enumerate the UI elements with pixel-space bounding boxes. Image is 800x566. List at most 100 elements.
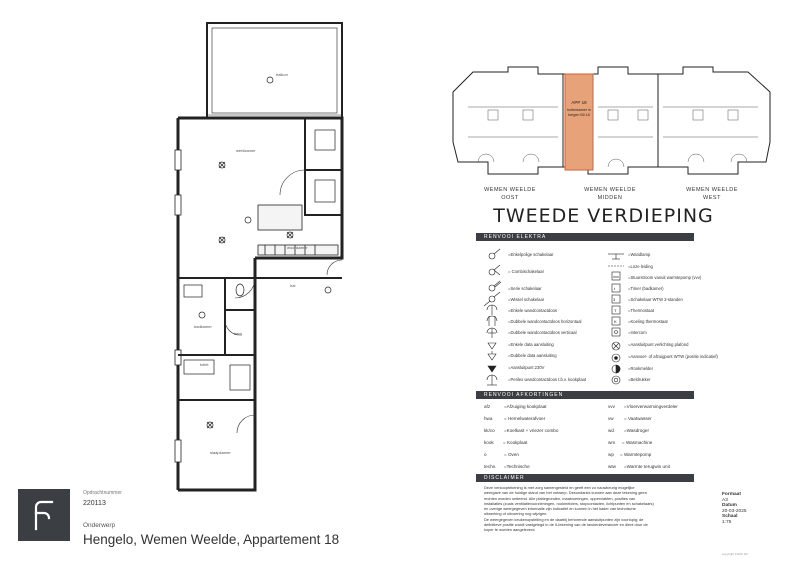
electra-symbols-left [483, 248, 502, 386]
abbr-right-5-key: wp [608, 452, 614, 457]
format-value: A3 [722, 497, 728, 503]
company-logo [18, 489, 70, 541]
floor-plan [174, 22, 344, 492]
abbr-left-2-key: hwa [484, 416, 493, 421]
abbr-right-1-val: =Vloerverwarmingverdeler [624, 404, 678, 409]
legend-electra-right-7: =Koeling thermostaat [628, 319, 668, 324]
legend-electra-right-4: =Timer (badkamer) [628, 286, 664, 291]
label-livingroom: woonkamer [287, 245, 308, 250]
overview-apartment-sub-1: buitenkamer in [567, 108, 591, 112]
disclaimer-line-3: rechten worden ontleend. Alle plattegron… [484, 495, 636, 501]
building-overview [452, 66, 771, 175]
legend-electra-right-3: =Stuurstroom vanuit warmtepomp (vvv) [628, 275, 702, 280]
wing-label-east: WEMEN WEELDE OOST [470, 186, 550, 202]
wing-east-line2: OOST [501, 195, 519, 201]
label-balcony: balkon [276, 72, 288, 77]
abbr-right-6-val: =Warmte terugwin unit [624, 464, 670, 469]
wing-east-line1: WEMEN WEELDE [484, 187, 536, 193]
legend-electra-left-6: =Dubbele wandcontactdoos horizontaal [508, 319, 582, 324]
disclaimer-text: Deze verkooptekening is met zorg samenge… [484, 485, 714, 533]
electra-symbols-right: vvv t 3 T K [608, 253, 624, 385]
svg-text:K: K [614, 319, 617, 324]
legend-electra-left-9: =Dubbele data aansluiting [508, 353, 557, 358]
ceiling-light-points [198, 76, 332, 429]
label-toilet: toilet [200, 362, 209, 367]
legend-electra-title: RENVOOI ELEKTRA [476, 233, 694, 241]
legend-electra-right-10: =Aanvoer- of afzuigpunt WTW (positie ind… [628, 354, 718, 359]
abbr-left-3-val: =Koelkast + vriezer combo [504, 428, 559, 433]
subject-title: Hengelo, Wemen Weelde, Appartement 18 [83, 532, 340, 547]
label-hall: hal [290, 283, 296, 288]
abbr-right-6-key: wtw [608, 464, 616, 469]
disclaimer-line-6: uitwerking of uitvoering nog wijzigen. [484, 511, 548, 517]
legend-electra-right-12: =Beldrukker [628, 377, 651, 382]
legend-electra-left-1: =Enkelpolige schakelaar [508, 252, 554, 257]
legend-abbr-title: RENVOOI AFKORTINGEN [476, 391, 694, 399]
svg-text:3: 3 [613, 297, 616, 302]
svg-text:T: T [614, 308, 617, 313]
legend-electra-right-1: =Wandlamp [628, 252, 651, 257]
scale-label: Schaal [722, 514, 738, 520]
sanitary-fixtures [183, 129, 336, 391]
abbr-left-2-val: = Hemelwaterafvoer [504, 416, 546, 421]
disclaimer-line-7: De weergegeven keukenopstelling en de da… [484, 516, 644, 522]
abbr-left-3-key: kk/co [484, 428, 495, 433]
wing-label-middle: WEMEN WEELDE MIDDEN [570, 186, 650, 202]
order-number: 220113 [83, 500, 106, 507]
door-swings [224, 169, 343, 434]
disclaimer-line-5: en overige weergegeven informatie zijn i… [484, 506, 636, 512]
legend-electra-left-8: =Enkele data aansluiting [508, 342, 554, 347]
abbr-right-5-val: = Warmtepomp [620, 452, 652, 457]
overview-apartment-sub: buitenkamer in bergen B0.18 [558, 108, 600, 118]
disclaimer-line-2: weergave van de huidige stand van het on… [484, 490, 647, 496]
copyright-text: copyright FHKK 3D [722, 552, 748, 556]
legend-electra-left-3: =Serie schakelaar [508, 286, 542, 291]
disclaimer-line-9: koper te worden aangeleverd. [484, 527, 536, 533]
abbr-left-1-val: =Afzuiging kookplaat [504, 404, 547, 409]
legend-electra-right-8: =Intercom [628, 330, 647, 335]
wing-west-line2: WEST [703, 195, 721, 201]
date-label: Datum [722, 503, 737, 509]
meta-block: Formaat A3 Datum 20-03-2025 Schaal 1:75 [722, 492, 747, 526]
legend-electra-right-2: =Loze leiding [628, 264, 653, 269]
scale-value: 1:75 [722, 519, 732, 525]
format-label: Formaat [722, 492, 741, 497]
legend-electra-left-5: =Enkele wandcontactdoos [508, 308, 558, 313]
label-bedroom: slaapkamer [210, 450, 231, 455]
abbr-right-4-key: wm [608, 440, 616, 445]
svg-text:t: t [614, 286, 616, 291]
abbr-right-2-key: vw [608, 416, 614, 421]
label-storage: berg [234, 331, 243, 336]
disclaimer-line-4: installaties (zoals ventilatievoorzienin… [484, 500, 654, 506]
disclaimer-line-8: definitieve positie wordt vastgelegd in … [484, 522, 648, 528]
floor-title: TWEEDE VERDIEPING [493, 205, 714, 227]
legend-electra-left-2: = Combischakelaar [508, 269, 544, 274]
legend-electra-left-10: =Aansluitpunt 230V [508, 365, 545, 370]
legend-electra-right-9: =Aansluitpunt verlichting plafond [628, 342, 689, 347]
abbr-left-6-key: techn. [484, 464, 497, 469]
date-value: 20-03-2025 [722, 508, 747, 514]
svg-text:vvv: vvv [613, 274, 619, 279]
wing-west-line1: WEMEN WEELDE [686, 187, 738, 193]
abbr-right-3-key: wd [608, 428, 614, 433]
kitchen-counter [257, 204, 339, 256]
legend-electra-right-11: =Rookmelder [628, 366, 654, 371]
disclaimer-title: DISCLAIMER [476, 474, 694, 482]
legend-electra-left-11: =Perilex wandcontactdoos t.b.v. kookplaa… [508, 377, 587, 382]
subject-label: Onderwerp [83, 522, 116, 529]
abbr-left-5-key: o [484, 452, 487, 457]
abbr-left-1-key: afz [484, 404, 491, 409]
abbr-left-4-val: = Kookplaat [503, 440, 528, 445]
legend-electra-right-5: =Schakelaar WTW 3-standen [628, 297, 683, 302]
overview-apartment-label: APP 18 [571, 100, 587, 105]
legend-electra-right-6: =Thermostaat [628, 308, 654, 313]
window-marks [174, 149, 182, 463]
exterior-walls [176, 116, 344, 492]
balcony-outline [206, 22, 343, 119]
abbr-left-6-val: =Technische [504, 464, 530, 469]
interior-walls [178, 118, 342, 401]
abbr-right-2-val: = Vaatwasser [624, 416, 652, 421]
wing-middle-line1: WEMEN WEELDE [584, 187, 636, 193]
abbr-left-4-key: kook [484, 440, 494, 445]
overview-apartment-sub-2: bergen B0.18 [568, 113, 590, 117]
